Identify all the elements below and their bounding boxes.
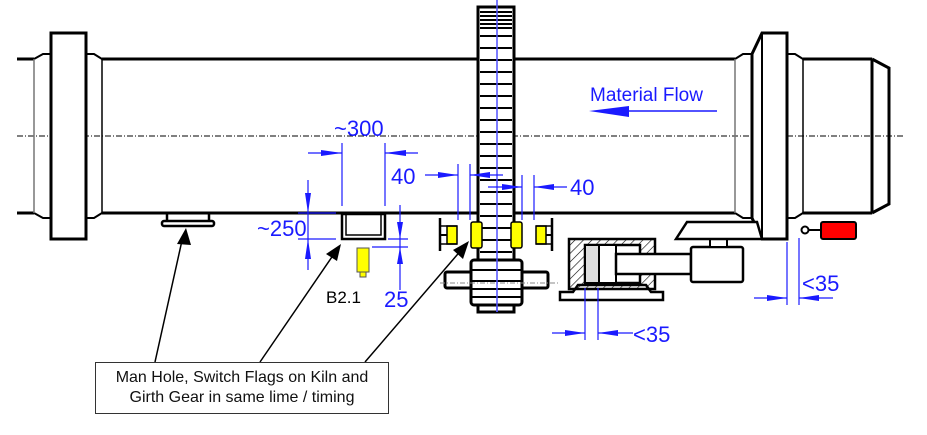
tyre-sensor [800,221,857,240]
note-line-1: Man Hole, Switch Flags on Kiln and [115,369,369,386]
dim-flag-gap [372,205,408,290]
kiln-shell-right-tyre [734,31,891,241]
dim-tyre-gap [754,238,833,305]
gear-sensor-left [438,218,458,251]
kiln-switch-flag [340,212,387,241]
dim-tyre-gap-label: <35 [802,271,839,296]
sensor-label: B2.1 [326,288,361,307]
note-line-2: Girth Gear in same lime / timing [129,389,355,406]
dim-manhole-width-label: ~300 [334,116,384,141]
manhole [160,214,216,228]
proximity-sensor-b2-1 [356,247,370,278]
gear-switch-flags [470,221,523,249]
dim-manhole-depth [298,180,336,270]
thrust-roller-unit [558,220,764,302]
kiln-shell [102,57,735,215]
leader-arrows [154,228,469,363]
dim-roller-gap-label: <35 [633,322,670,347]
dim-roller-gap [552,288,633,340]
pinion-gear [440,258,560,312]
dim-manhole-depth-label: ~250 [257,216,307,241]
material-flow-arrow [589,106,717,117]
kiln-shell-left-tyre [17,31,103,241]
gear-sensor-right [535,218,554,251]
dim-gear-flag-left-label: 40 [391,164,415,189]
dim-flag-gap-label: 25 [384,287,408,312]
note-box: Man Hole, Switch Flags on Kiln and Girth… [95,362,389,414]
dim-manhole-width [308,143,418,206]
dim-gear-flag-left [425,164,503,220]
dim-gear-flag-right-label: 40 [570,175,594,200]
dim-gear-flag-right [488,175,567,220]
material-flow-label: Material Flow [590,85,703,106]
